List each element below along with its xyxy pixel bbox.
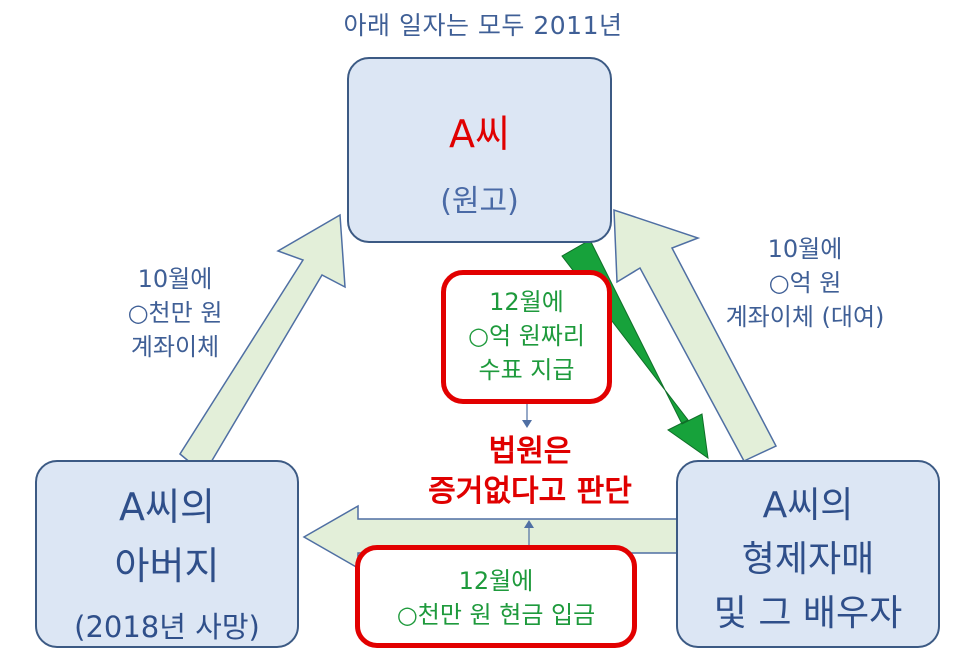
diagram-header: 아래 일자는 모두 2011년 [343, 11, 623, 40]
node-father: A씨의 아버지 (2018년 사망) [35, 460, 299, 648]
court-judgement-line2: 증거없다고 판단 [428, 474, 632, 509]
plaintiff-name: A씨 [449, 112, 510, 156]
father-line2: 아버지 [114, 544, 220, 588]
highlight-cash-deposit: 12월에 ○천만 원 현금 입금 [355, 545, 637, 648]
label-siblings-to-a-line2: ○억 원 [768, 269, 842, 297]
node-plaintiff: A씨 (원고) [347, 57, 612, 243]
cash-deposit-line1: 12월에 [458, 567, 534, 595]
label-father-to-a: 10월에 ○천만 원 계좌이체 [95, 262, 255, 364]
father-line1: A씨의 [119, 485, 215, 529]
node-siblings: A씨의 형제자매 및 그 배우자 [676, 460, 940, 648]
court-judgement-line1: 법원은 [488, 434, 572, 469]
check-payment-line1: 12월에 [489, 288, 564, 316]
label-father-to-a-line2: ○천만 원 [127, 299, 223, 327]
siblings-line3: 및 그 배우자 [713, 593, 903, 634]
court-judgement: 법원은 증거없다고 판단 [380, 432, 680, 512]
siblings-line2: 형제자매 [741, 539, 875, 580]
label-siblings-to-a: 10월에 ○억 원 계좌이체 (대여) [700, 232, 910, 334]
check-payment-line2: ○억 원짜리 [468, 322, 585, 350]
siblings-line1: A씨의 [762, 485, 854, 526]
plaintiff-role: (원고) [440, 184, 519, 219]
check-payment-line3: 수표 지급 [478, 356, 575, 384]
highlight-check-payment: 12월에 ○억 원짜리 수표 지급 [441, 270, 612, 404]
label-father-to-a-line3: 계좌이체 [130, 333, 220, 361]
label-father-to-a-line1: 10월에 [137, 265, 213, 293]
arrow-siblings-to-a [613, 208, 778, 462]
label-siblings-to-a-line1: 10월에 [767, 235, 843, 263]
cash-deposit-line2: ○천만 원 현금 입금 [396, 601, 596, 629]
label-siblings-to-a-line3: 계좌이체 (대여) [725, 303, 885, 331]
father-line3: (2018년 사망) [74, 610, 260, 644]
arrow-father-to-a [179, 213, 346, 476]
